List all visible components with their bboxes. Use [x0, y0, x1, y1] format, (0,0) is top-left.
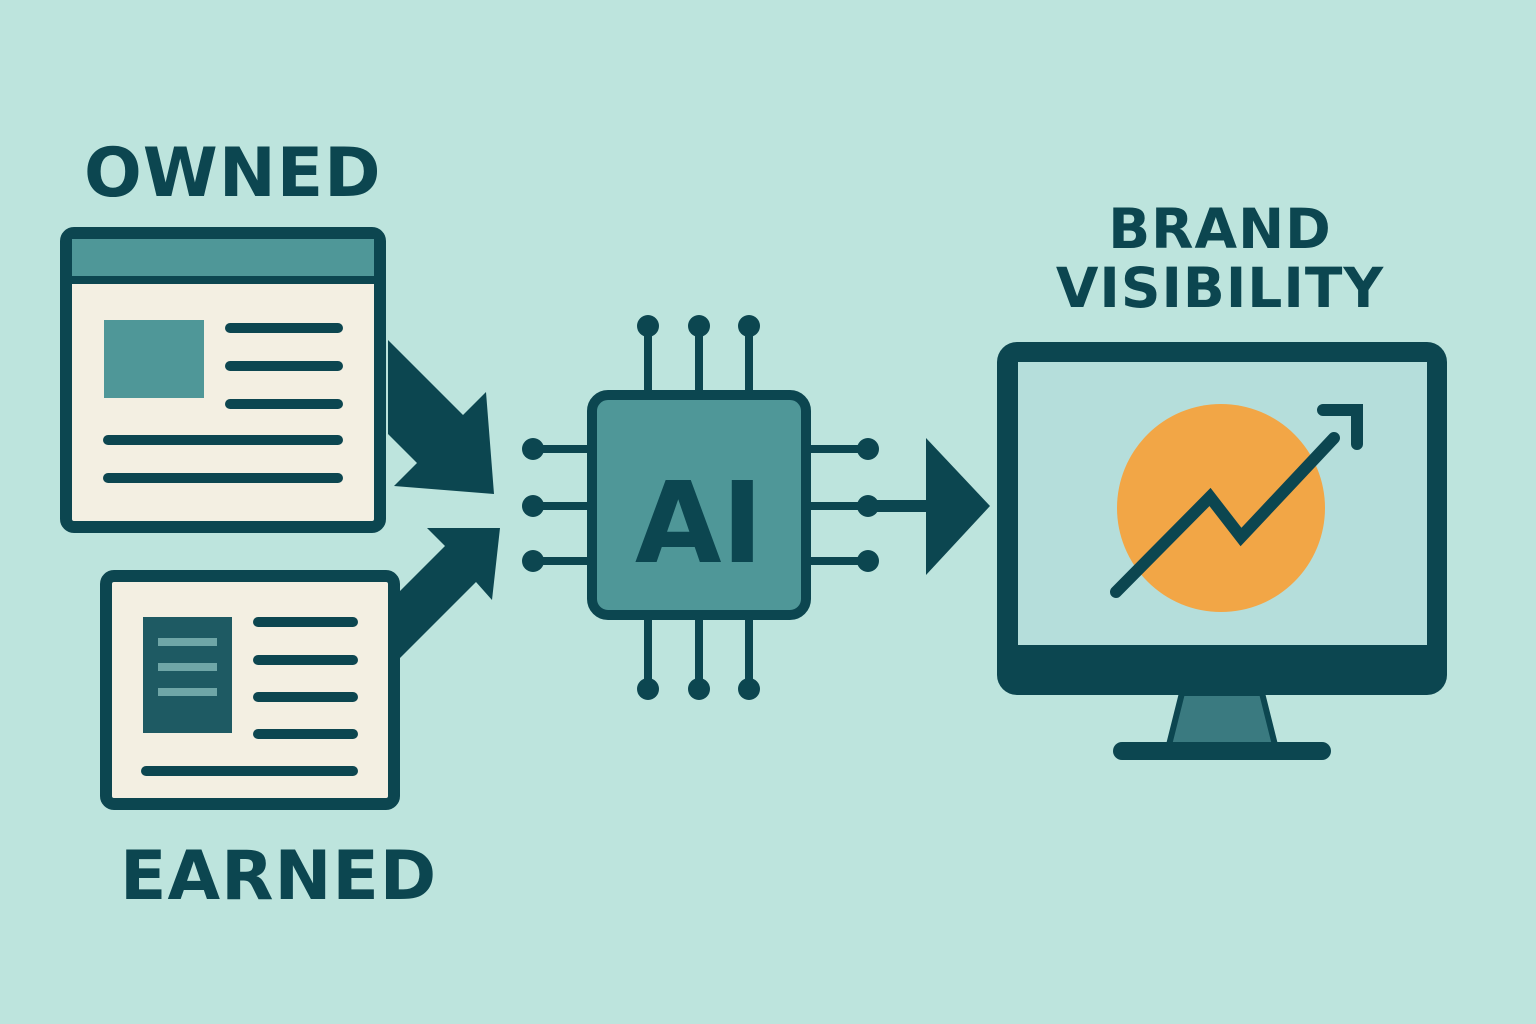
- web-page-icon: [60, 227, 386, 533]
- owned-to-ai-arrow: [388, 340, 494, 494]
- ai-chip-icon: AI: [522, 315, 879, 700]
- article-page-icon: [100, 570, 400, 810]
- brand-label-line-1: BRAND: [1108, 197, 1332, 261]
- brand-label-line-2: VISIBILITY: [1055, 256, 1385, 321]
- earned-label: EARNED: [120, 837, 438, 916]
- owned-label: OWNED: [84, 134, 382, 213]
- monitor-growth-chart-icon: [997, 342, 1447, 760]
- brand-visibility-label: BRAND VISIBILITY: [1040, 197, 1400, 321]
- ai-to-monitor-arrow: [868, 438, 990, 575]
- ai-chip-label: AI: [635, 459, 763, 589]
- earned-to-ai-arrow: [399, 528, 500, 659]
